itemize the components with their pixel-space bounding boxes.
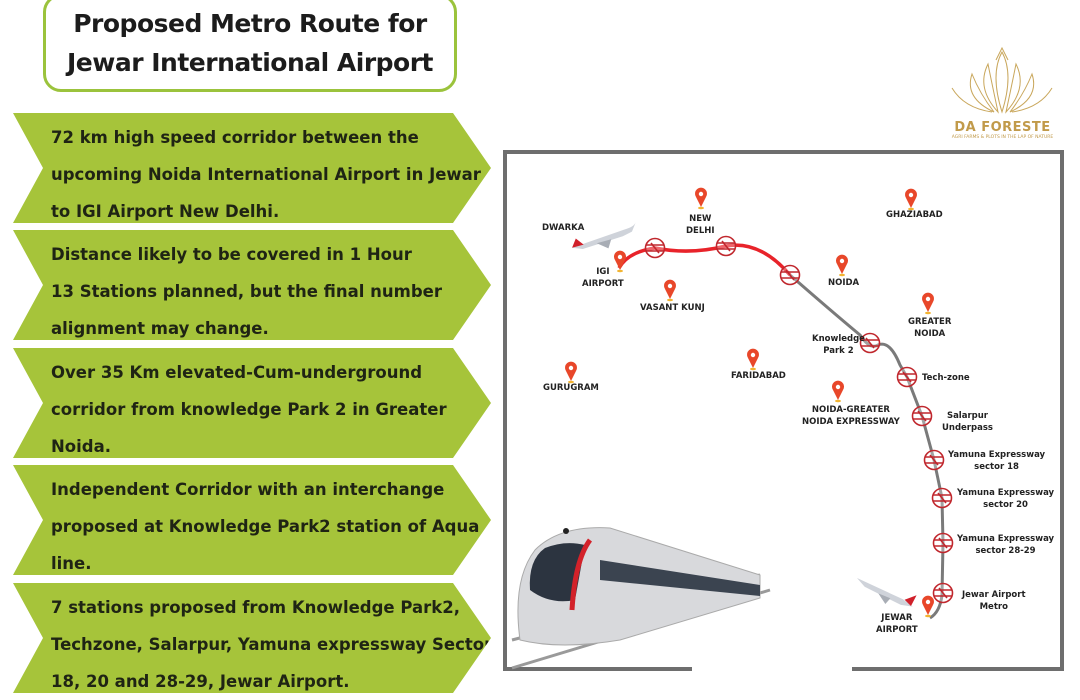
plane-igi-icon <box>572 222 636 250</box>
title-box: Proposed Metro Route for Jewar Internati… <box>43 0 457 92</box>
location-pin-icon <box>614 250 626 273</box>
logo: DA FORESTE AGRI FARMS & PLOTS IN THE LAP… <box>940 44 1065 140</box>
lotus-icon <box>951 46 1053 114</box>
place-faridabad: FARIDABAD <box>731 371 786 381</box>
point-3: Over 35 Km elevated-Cum-underground corri… <box>13 348 491 458</box>
plane-jewar-icon <box>857 578 917 607</box>
point-text: 18, 20 and 28-29, Jewar Airport. <box>51 672 350 691</box>
point-5: 7 stations proposed from Knowledge Park2… <box>13 583 491 693</box>
gray-route-line <box>789 273 945 620</box>
metro-station-icon <box>911 405 933 427</box>
point-text: 13 Stations planned, but the final numbe… <box>51 282 443 301</box>
metro-station-icon <box>715 235 737 257</box>
point-text: 72 km high speed corridor between the <box>51 128 419 147</box>
point-text: Over 35 Km elevated-Cum-underground <box>51 363 423 382</box>
metro-station-icon <box>923 449 945 471</box>
location-pin-icon <box>695 187 707 210</box>
point-text: Noida. <box>51 437 112 456</box>
metro-station-icon <box>859 332 881 354</box>
metro-station-icon <box>779 264 801 286</box>
point-text: line. <box>51 554 92 573</box>
title-line-1: Proposed Metro Route for <box>73 9 427 38</box>
location-pin-icon <box>565 361 578 384</box>
point-text: proposed at Knowledge Park2 station of A… <box>51 517 480 536</box>
point-text: 7 stations proposed from Knowledge Park2… <box>51 598 461 617</box>
point-text: corridor from knowledge Park 2 in Greate… <box>51 400 447 419</box>
place-vasant-kunj: VASANT KUNJ <box>640 303 705 313</box>
logo-tagline: AGRI FARMS & PLOTS IN THE LAP OF NATURE <box>951 135 1054 140</box>
metro-station-icon <box>932 582 954 604</box>
metro-station-icon <box>931 487 953 509</box>
red-route-line <box>617 243 792 277</box>
location-pin-icon <box>831 380 844 403</box>
point-text: to IGI Airport New Delhi. <box>51 202 280 221</box>
place-noida: NOIDA <box>828 278 860 288</box>
place-dwarka: DWARKA <box>542 223 585 233</box>
station-techzone: Tech-zone <box>922 373 970 383</box>
place-ghaziabad: GHAZIABAD <box>886 210 943 220</box>
metro-station-icon <box>932 532 954 554</box>
metro-station-icon <box>644 237 666 259</box>
location-pin-icon <box>836 254 849 277</box>
location-pin-icon <box>746 348 759 371</box>
metro-station-icon <box>896 366 918 388</box>
frame-gap <box>692 660 852 680</box>
location-pin-icon <box>905 188 918 211</box>
location-pin-icon <box>921 292 934 315</box>
location-pin-icon <box>664 279 677 302</box>
point-text: upcoming Noida International Airport in … <box>51 165 481 184</box>
point-text: alignment may change. <box>51 319 269 338</box>
point-4: Independent Corridor with an interchange… <box>13 465 491 575</box>
place-gurugram: GURUGRAM <box>543 383 599 393</box>
point-2: Distance likely to be covered in 1 Hour 1… <box>13 230 491 340</box>
location-pin-icon <box>921 595 934 618</box>
point-1: 72 km high speed corridor between the upc… <box>13 113 491 223</box>
point-text: Distance likely to be covered in 1 Hour <box>51 245 412 264</box>
point-text: Techzone, Salarpur, Yamuna expressway Se… <box>51 635 493 654</box>
train-illustration <box>511 527 771 670</box>
title-line-2: Jewar International Airport <box>67 48 434 77</box>
point-text: Independent Corridor with an interchange <box>51 480 445 499</box>
logo-brand: DA FORESTE <box>954 120 1051 135</box>
